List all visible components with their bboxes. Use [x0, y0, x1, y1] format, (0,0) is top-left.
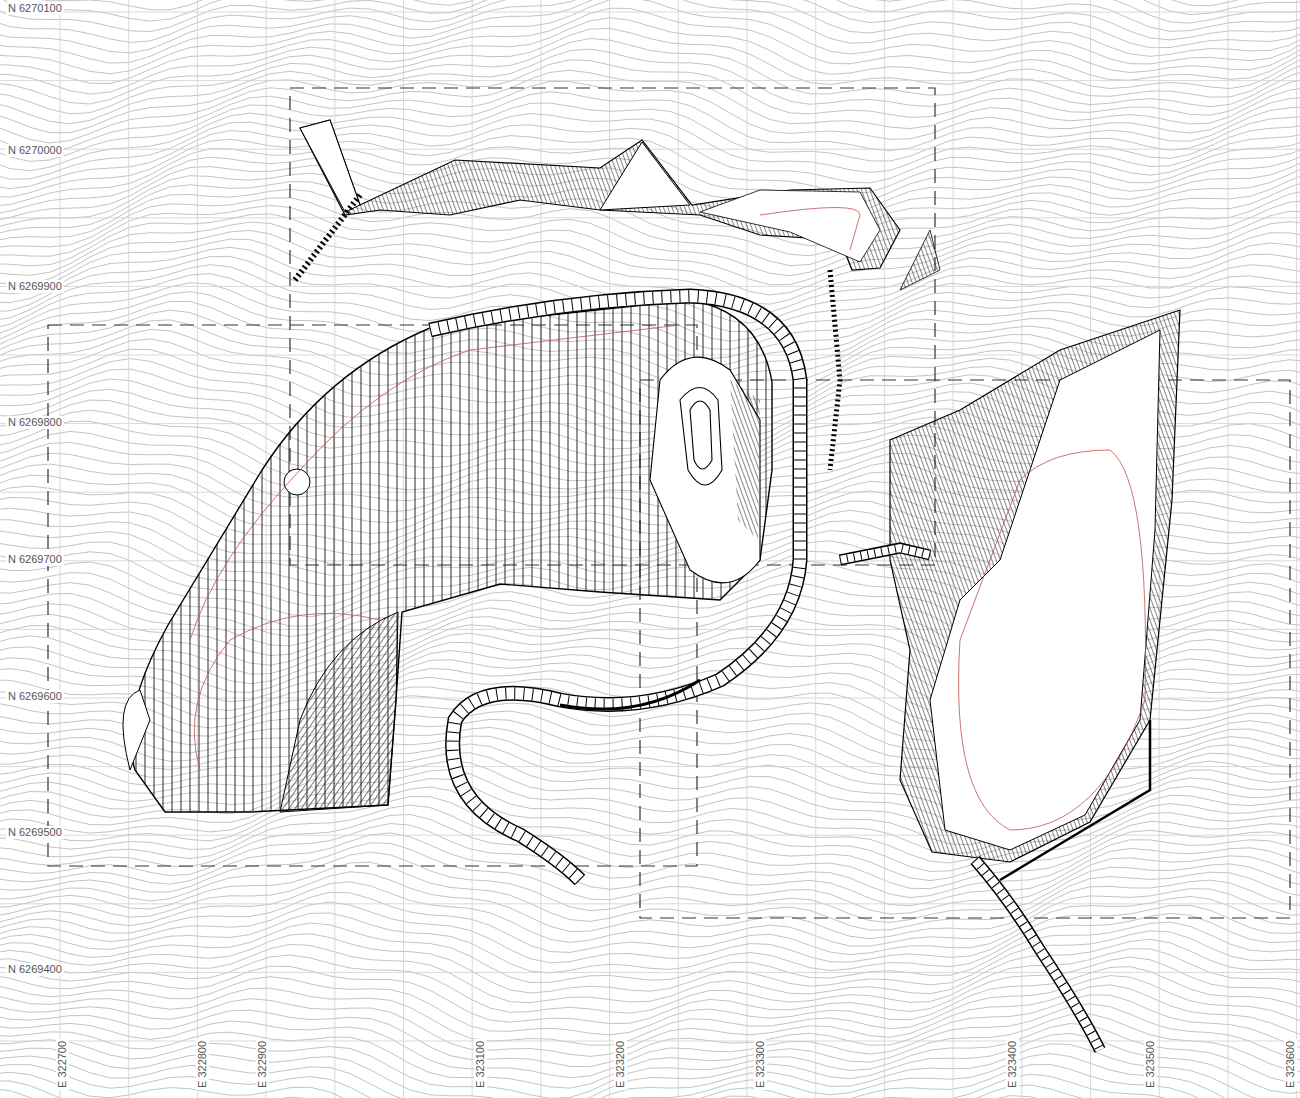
contour-line [0, 843, 1300, 914]
coordinate-label: N 6270100 [6, 2, 64, 15]
grid-line [1296, 0, 1297, 1098]
contour-line [0, 882, 1300, 946]
grid-line [197, 0, 198, 1098]
contour-line [0, 0, 1300, 74]
contour-line [0, 902, 1300, 963]
grid-line [0, 80, 1300, 81]
contour-line [0, 913, 1300, 973]
coordinate-label: E 323600 [1284, 1039, 1297, 1090]
contour-line [0, 0, 1300, 63]
north-dump [300, 120, 900, 270]
contour-line [0, 0, 1300, 23]
grid-line [815, 0, 816, 1098]
coordinate-label: E 323200 [614, 1039, 627, 1090]
contour-line [0, 60, 1300, 133]
sheet-boundaries [48, 88, 1290, 918]
haul-road [295, 195, 1150, 1050]
grid-line [0, 217, 1300, 218]
coordinate-label: E 322700 [56, 1039, 69, 1090]
contour-line [0, 1024, 1300, 1098]
coordinate-label: N 6269700 [6, 553, 64, 566]
grid-line [0, 286, 1300, 287]
contour-line [0, 815, 1300, 889]
contour-line [0, 18, 1300, 94]
contour-line [0, 852, 1300, 922]
contour-line [0, 70, 1300, 143]
grid-line [60, 0, 61, 1098]
grid-line [0, 1041, 1300, 1042]
contour-line [0, 872, 1300, 939]
contour-line [0, 939, 1300, 1002]
coordinate-label: E 323400 [1006, 1039, 1019, 1090]
coordinate-label: N 6269500 [6, 826, 64, 839]
contour-line [0, 0, 1300, 42]
contour-line [0, 29, 1300, 105]
coordinate-label: N 6269800 [6, 416, 64, 429]
pit-wall [730, 380, 760, 540]
contour-line [0, 1064, 1300, 1098]
contour-line [0, 922, 1300, 982]
contour-line [0, 39, 1300, 114]
contour-line [0, 8, 1300, 83]
coordinate-label: E 323300 [754, 1039, 767, 1090]
contour-line [0, 949, 1300, 1013]
contour-line [0, 0, 1300, 32]
design-outline [190, 325, 680, 640]
east-dump [890, 310, 1180, 862]
coordinate-label: E 322900 [256, 1039, 269, 1090]
grid-line [0, 903, 1300, 904]
grid-line [0, 972, 1300, 973]
pit-wall [280, 612, 398, 812]
pit-bottom [650, 357, 760, 583]
contour-line [0, 976, 1300, 1046]
contour-line [0, 833, 1300, 906]
grid-line [0, 12, 1300, 13]
coordinate-label: E 322800 [196, 1039, 209, 1090]
contour-line [0, 1096, 1300, 1098]
grid-line [128, 0, 129, 1098]
contour-line [0, 0, 1300, 15]
coordinate-label: N 6269600 [6, 690, 64, 703]
coordinate-label: E 323500 [1144, 1039, 1157, 1090]
coordinate-label: N 6269400 [6, 963, 64, 976]
coordinate-label: N 6270000 [6, 144, 64, 157]
contour-line [0, 1004, 1300, 1078]
contour-line [0, 1074, 1300, 1098]
grid-line [1227, 0, 1228, 1098]
contour-line [0, 222, 1300, 295]
contour-line [0, 892, 1300, 954]
coordinate-label: N 6269900 [6, 280, 64, 293]
contour-line [0, 1085, 1300, 1098]
coordinate-label: E 323100 [474, 1039, 487, 1090]
grid-line [0, 835, 1300, 836]
